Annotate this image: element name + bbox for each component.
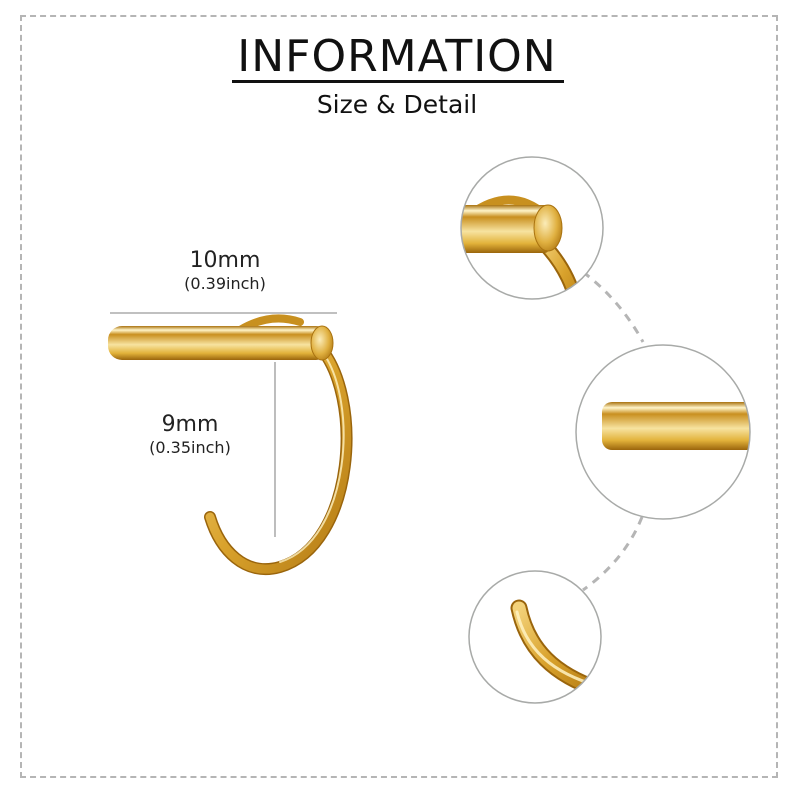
detail-circle-bar-end — [575, 344, 751, 520]
detail-circle-hoop-tip — [468, 570, 602, 704]
height-inch: (0.35inch) — [149, 438, 231, 457]
title-underline — [232, 80, 564, 83]
page-title: INFORMATION — [237, 31, 557, 82]
height-mm: 9mm — [161, 412, 219, 437]
width-mm: 10mm — [189, 248, 261, 273]
connector-1-2 — [582, 270, 645, 343]
width-dimension-label: 10mm (0.39inch) — [160, 248, 290, 294]
width-inch: (0.39inch) — [184, 274, 266, 293]
page-subtitle: Size & Detail — [316, 90, 478, 119]
main-earring — [108, 314, 353, 575]
connector-2-3 — [582, 516, 644, 592]
height-dimension-label: 9mm (0.35inch) — [130, 412, 250, 458]
detail-circle-bar-cap — [460, 156, 604, 300]
dashed-frame — [20, 15, 778, 778]
